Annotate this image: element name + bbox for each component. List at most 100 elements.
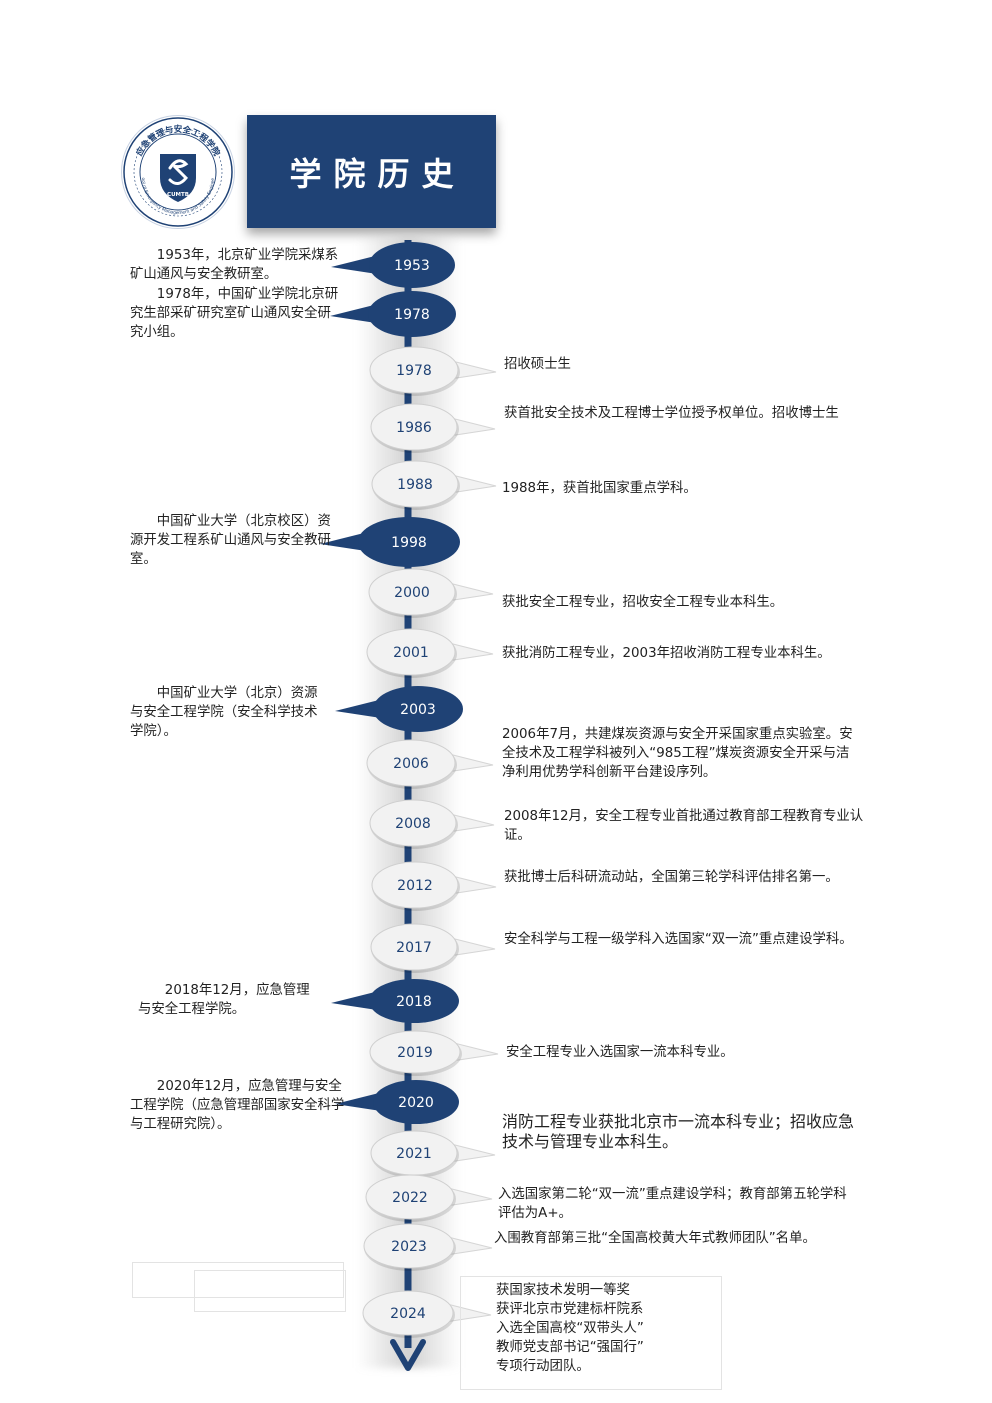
timeline-description-line: 入选全国高校“双带头人”: [496, 1321, 644, 1336]
timeline-description-1986: 获首批安全技术及工程博士学位授予权单位。招收博士生: [504, 406, 839, 421]
marker-ellipse: [358, 517, 460, 567]
timeline-year: 2018: [396, 994, 432, 1010]
timeline-marker-2021: 2021: [370, 1130, 496, 1178]
marker-ellipse: [366, 628, 456, 676]
marker-ellipse: [363, 1223, 455, 1269]
timeline-year: 2001: [393, 645, 429, 661]
timeline-description-line: 获评北京市党建标杆院系: [496, 1302, 644, 1317]
timeline-marker-2024: 2024: [362, 1290, 492, 1338]
timeline-year: 1998: [391, 535, 427, 551]
timeline-marker-2012: 2012: [371, 861, 497, 911]
timeline-year: 2020: [398, 1095, 434, 1111]
timeline-year: 2024: [390, 1306, 426, 1322]
timeline-marker-1978: 1978: [369, 346, 497, 396]
marker-ellipse: [368, 568, 456, 616]
timeline-year: 2003: [400, 702, 436, 718]
timeline-description-line: 教师党支部书记“强国行”: [496, 1340, 644, 1355]
marker-ellipse: [366, 739, 456, 787]
timeline-year: 1953: [394, 258, 430, 274]
timeline-year: 2017: [396, 940, 432, 956]
marker-ellipse: [362, 1290, 454, 1336]
marker-ellipse: [370, 403, 458, 451]
timeline-description-2017: 安全科学与工程一级学科入选国家“双一流”重点建设学科。: [504, 932, 853, 947]
timeline-description-2018: 2018年12月，应急管理与安全工程学院。: [138, 983, 310, 1017]
timeline-description-1953: 1953年，北京矿业学院采煤系矿山通风与安全教研室。: [130, 248, 339, 282]
timeline-description-2012: 获批博士后科研流动站，全国第三轮学科评估排名第一。: [504, 870, 839, 885]
decorative-frame: [194, 1270, 346, 1312]
timeline-year: 2000: [394, 585, 430, 601]
marker-ellipse: [368, 291, 456, 337]
marker-ellipse: [373, 686, 463, 732]
marker-pointer: [330, 305, 376, 323]
timeline-marker-1953: 1953: [331, 242, 455, 288]
timeline-arrow-icon: [390, 1339, 426, 1371]
marker-ellipse: [369, 242, 455, 288]
timeline-marker-2018: 2018: [331, 979, 459, 1023]
shield-icon: [160, 154, 196, 202]
timeline-year: 1988: [397, 477, 433, 493]
timeline-description-2008: 2008年12月，安全工程专业首批通过教育部工程教育专业认证。: [504, 809, 864, 843]
timeline-description-2024: 获国家技术发明一等奖获评北京市党建标杆院系入选全国高校“双带头人” 教师党支部书记…: [496, 1281, 756, 1376]
timeline-year: 2022: [392, 1190, 428, 1206]
timeline-year: 1978: [394, 307, 430, 323]
timeline-description-line: 专项行动团队。: [496, 1359, 590, 1374]
page-title-box: 学院历史: [247, 115, 496, 228]
timeline-description-2001: 获批消防工程专业，2003年招收消防工程专业本科生。: [502, 646, 831, 661]
timeline-year: 2008: [395, 816, 431, 832]
timeline-marker-1998: 1998: [320, 517, 460, 567]
decorative-frame: [132, 1262, 344, 1298]
timeline-description-1988: 1988年，获首批国家重点学科。: [502, 481, 697, 496]
timeline-year: 1978: [396, 363, 432, 379]
timeline-year: 2019: [397, 1045, 433, 1061]
marker-ellipse: [371, 861, 459, 909]
marker-pointer: [331, 256, 377, 274]
timeline-marker-1978: 1978: [330, 291, 456, 337]
marker-ellipse: [369, 346, 459, 394]
timeline-marker-2006: 2006: [366, 739, 494, 789]
marker-ellipse: [369, 799, 457, 847]
timeline-marker-2022: 2022: [365, 1174, 493, 1222]
marker-ellipse: [373, 1080, 459, 1124]
timeline-description-2023: 入围教育部第三批“全国高校黄大年式教师团队”名单。: [494, 1231, 816, 1246]
timeline-year: 2012: [397, 878, 433, 894]
marker-ellipse: [369, 1030, 461, 1074]
timeline-description-2021: 消防工程专业获批北京市一流本科专业；招收应急技术与管理专业本科生。: [502, 1112, 855, 1151]
timeline-description-line: 获国家技术发明一等奖: [496, 1283, 630, 1298]
timeline-marker-1986: 1986: [370, 403, 496, 453]
timeline-marker-2019: 2019: [369, 1030, 499, 1076]
timeline-description-2019: 安全工程专业入选国家一流本科专业。: [506, 1045, 734, 1060]
marker-ellipse: [371, 460, 459, 508]
timeline-marker-1988: 1988: [371, 460, 497, 510]
timeline-marker-2008: 2008: [369, 799, 495, 849]
timeline-year: 2006: [393, 756, 429, 772]
timeline-marker-2003: 2003: [335, 686, 463, 732]
timeline-marker-2000: 2000: [368, 568, 494, 618]
timeline-description-2006: 2006年7月，共建煤炭资源与安全开采国家重点实验室。安全技术及工程学科被列入“…: [502, 727, 853, 780]
college-logo: 应急管理与安全工程学院 School of Emergency Manageme…: [121, 115, 235, 229]
marker-pointer: [331, 992, 377, 1010]
timeline-description-1998: 中国矿业大学（北京校区）资源开发工程系矿山通风与安全教研室。: [130, 514, 331, 567]
timeline-description-2022: 入选国家第二轮“双一流”重点建设学科；教育部第五轮学科评估为A+。: [498, 1187, 847, 1221]
marker-pointer: [335, 700, 381, 718]
decorative-frame: [460, 1276, 722, 1390]
timeline-marker-2023: 2023: [363, 1223, 493, 1271]
timeline-description-2003: 中国矿业大学（北京）资源与安全工程学院（安全科学技术学院）。: [130, 686, 318, 739]
marker-ellipse: [365, 1174, 455, 1220]
page-title: 学院历史: [289, 154, 466, 193]
marker-pointer: [320, 533, 366, 551]
marker-ellipse: [370, 923, 458, 971]
timeline-marker-2020: 2020: [335, 1080, 459, 1124]
timeline-description-1978: 1978年，中国矿业学院北京研究生部采矿研究室矿山通风安全研究小组。: [130, 287, 339, 340]
marker-ellipse: [369, 979, 459, 1023]
timeline-year: 1986: [396, 420, 432, 436]
logo-badge-text: CUMTB: [167, 192, 189, 198]
timeline-marker-2001: 2001: [366, 628, 494, 678]
timeline-marker-2017: 2017: [370, 923, 496, 973]
timeline-year: 2023: [391, 1239, 427, 1255]
timeline-year: 2021: [396, 1146, 432, 1162]
marker-pointer: [335, 1093, 381, 1111]
timeline-description-2000: 获批安全工程专业，招收安全工程专业本科生。: [502, 595, 784, 610]
timeline-description-1978: 招收硕士生: [504, 357, 571, 372]
